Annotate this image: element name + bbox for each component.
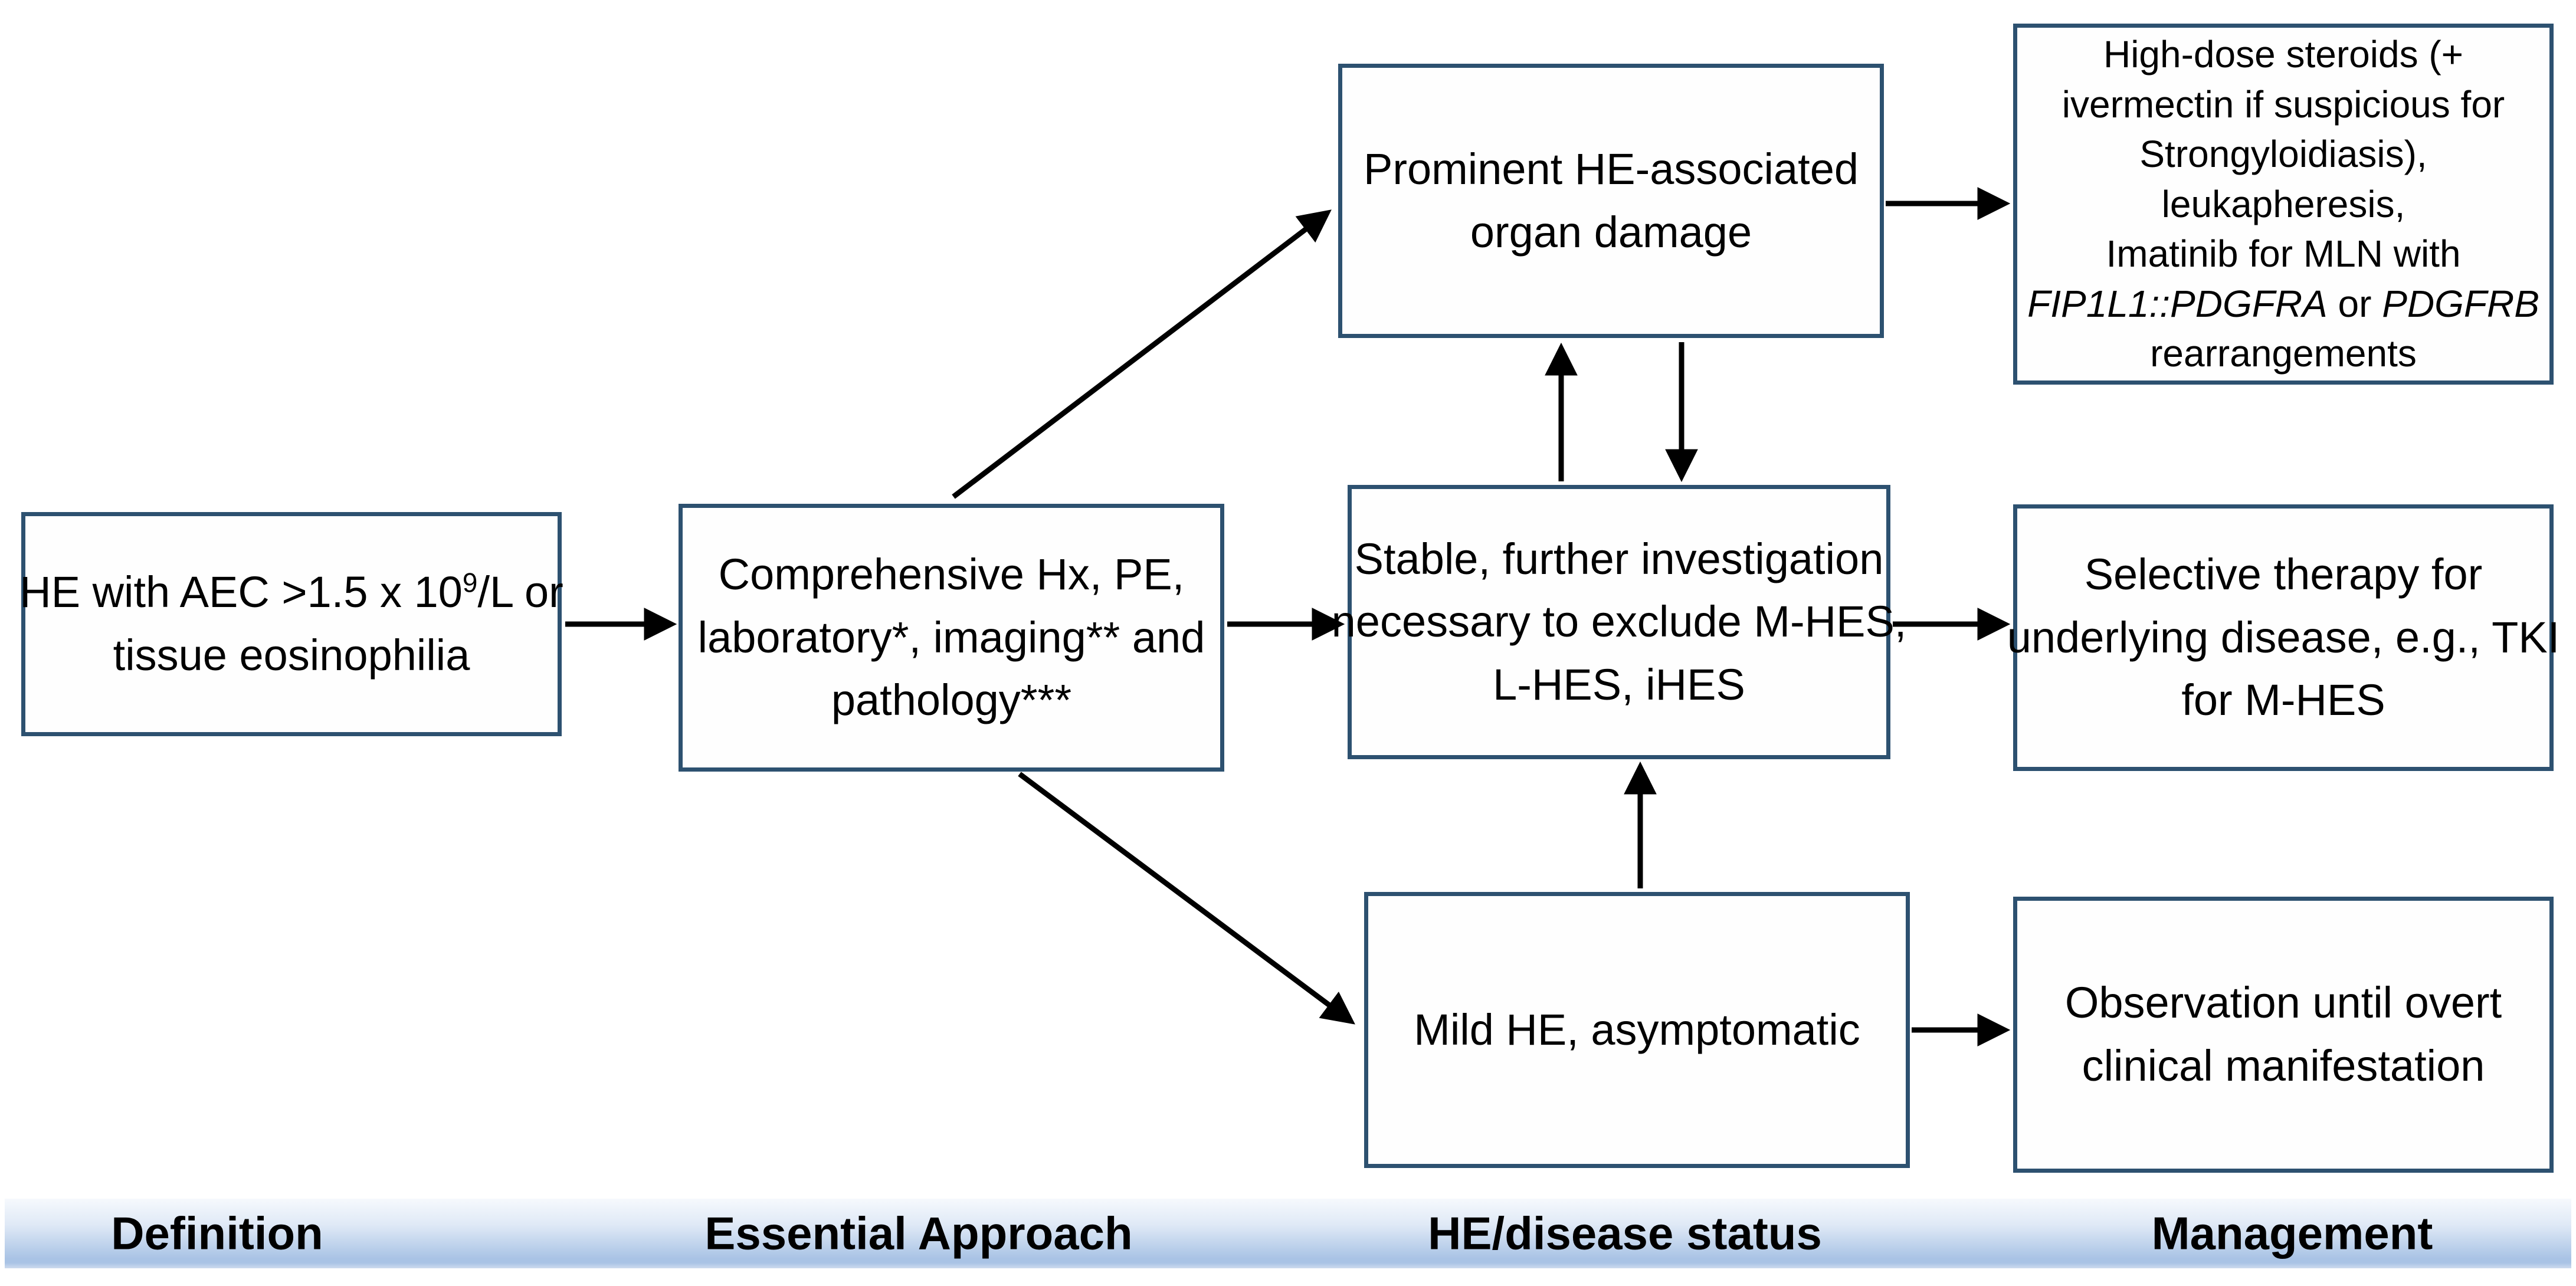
box-definition: HE with AEC >1.5 x 109/L or tissue eosin… <box>19 512 563 736</box>
gene-name: FIP1L1::PDGFRA <box>2027 282 2328 325</box>
text-line: necessary to exclude M-HES, <box>1331 597 1907 647</box>
text-line: tissue eosinophilia <box>113 631 470 680</box>
text-line: rearrangements <box>2150 332 2417 375</box>
box-selective-therapy: Selective therapy for underlying disease… <box>2007 504 2559 771</box>
text-line: Comprehensive Hx, PE, <box>718 550 1185 599</box>
text-line: L-HES, iHES <box>1493 660 1745 709</box>
footer-label-definition: Definition <box>111 1207 323 1259</box>
text-line: HE with AEC >1.5 x 109/L or <box>19 567 563 617</box>
text-line: leukapheresis, <box>2161 182 2405 225</box>
box-organ-damage: Prominent HE-associated organ damage <box>1338 64 1884 338</box>
text-line: underlying disease, e.g., TKI <box>2007 612 2560 662</box>
text-line: Observation until overt <box>2064 978 2502 1028</box>
text-line: Strongyloidiasis), <box>2139 133 2427 176</box>
text-line: Stable, further investigation <box>1354 534 1884 583</box>
text-line-gene-names: FIP1L1::PDGFRA or PDGFRB <box>2027 282 2539 325</box>
text-line: laboratory*, imaging** and <box>697 612 1205 662</box>
category-footer-bar: Definition Essential Approach HE/disease… <box>5 1199 2571 1268</box>
box-observation: Observation until overt clinical manifes… <box>2013 897 2554 1173</box>
text-line: ivermectin if suspicious for <box>2062 83 2505 126</box>
gene-name: PDGFRB <box>2382 282 2539 325</box>
text-line: High-dose steroids (+ <box>2103 33 2464 76</box>
text-line: Imatinib for MLN with <box>2106 232 2461 275</box>
text-line: pathology*** <box>831 675 1072 725</box>
box-acute-management: High-dose steroids (+ ivermectin if susp… <box>2013 24 2554 385</box>
box-essential-approach: Comprehensive Hx, PE, laboratory*, imagi… <box>679 504 1224 772</box>
text-line: organ damage <box>1470 207 1752 257</box>
footer-label-management: Management <box>2151 1207 2433 1259</box>
text-line: clinical manifestation <box>2082 1041 2485 1090</box>
text-line: for M-HES <box>2181 675 2385 725</box>
text-line: Selective therapy for <box>2084 550 2483 599</box>
text-line: Mild HE, asymptomatic <box>1414 1005 1860 1054</box>
footer-label-he-disease-status: HE/disease status <box>1428 1207 1822 1259</box>
box-stable-investigation: Stable, further investigation necessary … <box>1332 485 1906 759</box>
arrow-approach-to-mild <box>1018 772 1355 1025</box>
superscript-9: 9 <box>462 567 478 598</box>
footer-label-essential-approach: Essential Approach <box>704 1207 1133 1259</box>
box-mild-asymptomatic: Mild HE, asymptomatic <box>1364 892 1910 1168</box>
text-line: Prominent HE-associated <box>1363 144 1859 193</box>
arrow-approach-to-organ-damage <box>952 209 1332 499</box>
arrows <box>565 187 2011 1046</box>
